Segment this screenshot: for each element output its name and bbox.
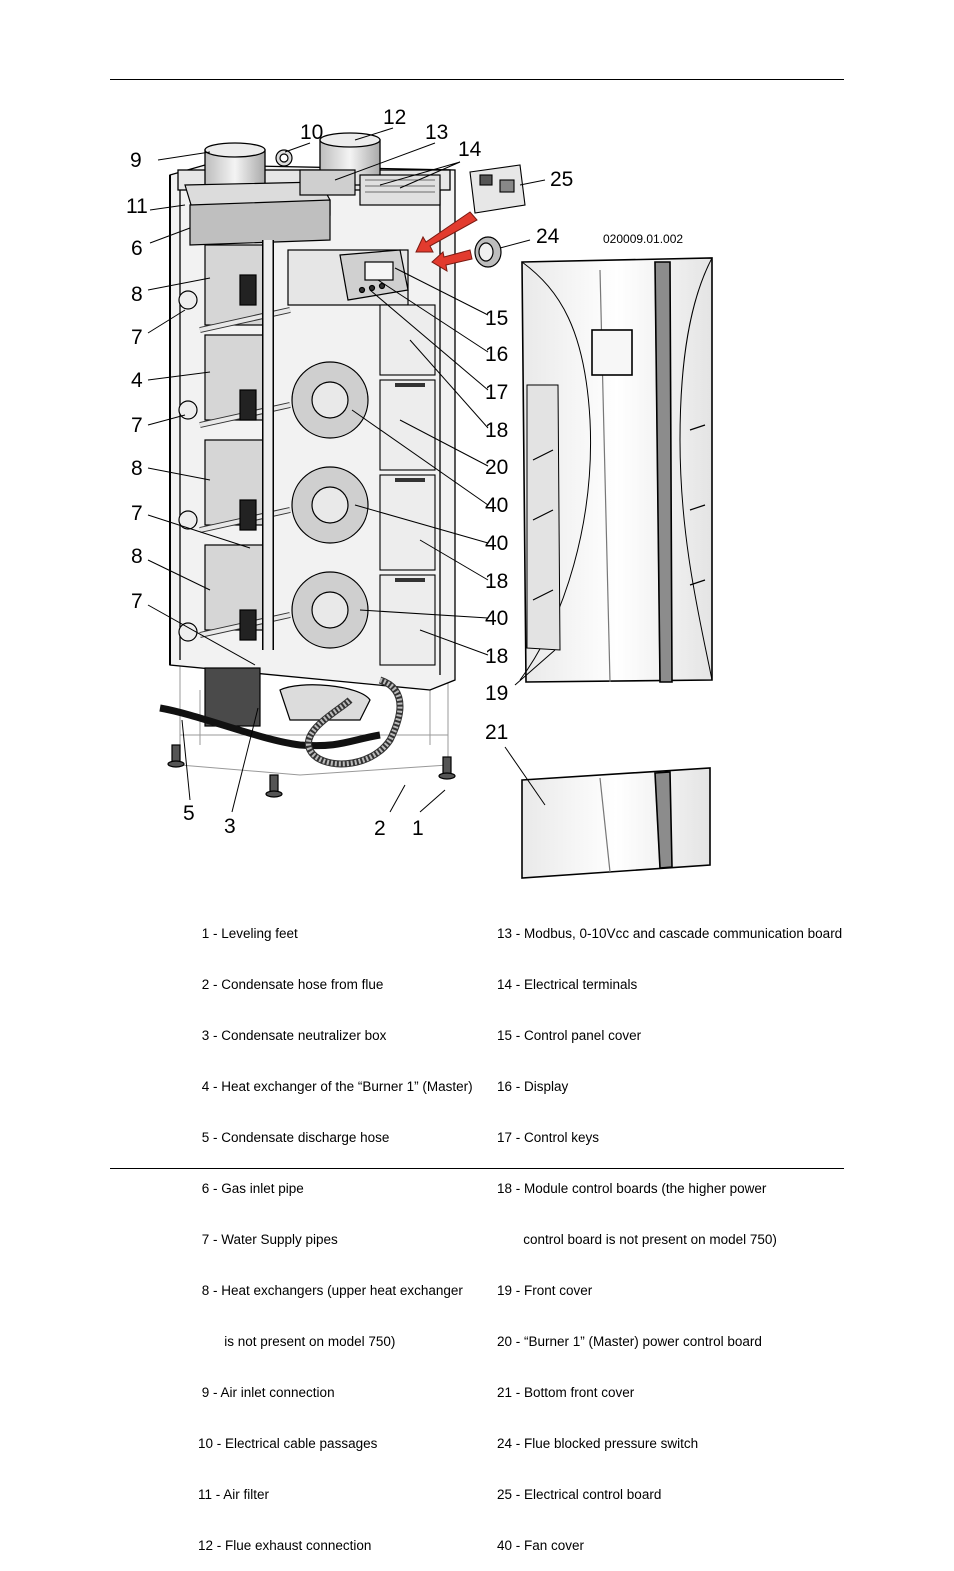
exploded-view-drawing [147, 127, 713, 879]
callout-40: 40 [485, 607, 509, 630]
callout-8: 8 [131, 283, 143, 306]
red-arrows [415, 211, 478, 272]
bottom-front-cover [521, 767, 711, 879]
legend-item: 7 - Water Supply pipes [198, 1232, 338, 1247]
leader-lines [147, 127, 556, 813]
legend-item: 21 - Bottom front cover [497, 1385, 635, 1400]
callout-7: 7 [131, 414, 143, 437]
electrical-control-board [469, 164, 526, 214]
callout-5: 5 [183, 802, 195, 825]
legend-item: 14 - Electrical terminals [497, 977, 638, 992]
legend-item: 5 - Condensate discharge hose [198, 1130, 390, 1145]
callout-40: 40 [485, 494, 509, 517]
legend-item: 15 - Control panel cover [497, 1028, 642, 1043]
legend-item: 24 - Flue blocked pressure switch [497, 1436, 699, 1451]
condensate-discharge-hose [159, 704, 381, 750]
cable-passages [275, 149, 293, 167]
callout-9: 9 [130, 149, 142, 172]
callout-17: 17 [485, 381, 509, 404]
flue-blocked-pressure-switch [474, 236, 502, 268]
fan-covers [291, 361, 369, 649]
callout-2: 2 [374, 817, 386, 840]
callout-24: 24 [536, 225, 560, 248]
legend-item: 16 - Display [497, 1079, 569, 1094]
callout-7: 7 [131, 590, 143, 613]
callout-13: 13 [425, 121, 449, 144]
callout-7: 7 [131, 326, 143, 349]
legend-item: 40 - Fan cover [497, 1538, 585, 1553]
callout-14: 14 [458, 138, 482, 161]
legend-item: 20 - “Burner 1” (Master) power control b… [497, 1334, 762, 1349]
front-cover [519, 257, 713, 683]
legend-item: 13 - Modbus, 0-10Vcc and cascade communi… [497, 926, 843, 941]
legend-item: 8 - Heat exchangers (upper heat exchange… [198, 1283, 463, 1298]
legend-item: 17 - Control keys [497, 1130, 600, 1145]
callout-4: 4 [131, 369, 143, 392]
legend-item: 25 - Electrical control board [497, 1487, 662, 1502]
leveling-feet [167, 744, 456, 798]
legend-item: 1 - Leveling feet [198, 926, 298, 941]
legend-item: 10 - Electrical cable passages [198, 1436, 378, 1451]
callout-10: 10 [300, 121, 324, 144]
condensate-neutralizer-box [204, 667, 371, 727]
legend-item: 2 - Condensate hose from flue [198, 977, 384, 992]
legend-item: 11 - Air filter [198, 1487, 270, 1502]
callout-11: 11 [126, 195, 148, 218]
legend-item: 19 - Front cover [497, 1283, 593, 1298]
legend-left: 1 - Leveling feet 2 - Condensate hose fr… [198, 891, 473, 1571]
callout-20: 20 [485, 456, 509, 479]
callout-21: 21 [485, 721, 509, 744]
heat-exchanger-stack [178, 199, 331, 642]
header-rule [110, 79, 844, 80]
control-panel [287, 249, 409, 306]
callout-18: 18 [485, 570, 509, 593]
callout-8: 8 [131, 545, 143, 568]
callout-16: 16 [485, 343, 509, 366]
drawing-reference: 020009.01.002 [603, 232, 684, 246]
legend-item: 4 - Heat exchanger of the “Burner 1” (Ma… [198, 1079, 473, 1094]
legend-item: 12 - Flue exhaust connection [198, 1538, 372, 1553]
callout-8: 8 [131, 457, 143, 480]
legend-right: 13 - Modbus, 0-10Vcc and cascade communi… [497, 891, 842, 1571]
callout-1: 1 [412, 817, 424, 840]
callout-18: 18 [485, 419, 509, 442]
footer-rule [110, 1168, 844, 1169]
legend-item: control board is not present on model 75… [497, 1232, 777, 1247]
callout-19: 19 [485, 682, 509, 705]
callout-3: 3 [224, 815, 236, 838]
legend-item: 9 - Air inlet connection [198, 1385, 335, 1400]
module-control-boards [379, 304, 436, 666]
callout-40: 40 [485, 532, 509, 555]
legend-item: 3 - Condensate neutralizer box [198, 1028, 387, 1043]
callout-15: 15 [485, 307, 509, 330]
legend-item: is not present on model 750) [198, 1334, 396, 1349]
callout-25: 25 [550, 168, 574, 191]
callout-12: 12 [383, 106, 407, 129]
legend-item: 18 - Module control boards (the higher p… [497, 1181, 767, 1196]
callout-18: 18 [485, 645, 509, 668]
legend-item: 6 - Gas inlet pipe [198, 1181, 304, 1196]
callout-6: 6 [131, 237, 143, 260]
callout-7: 7 [131, 502, 143, 525]
